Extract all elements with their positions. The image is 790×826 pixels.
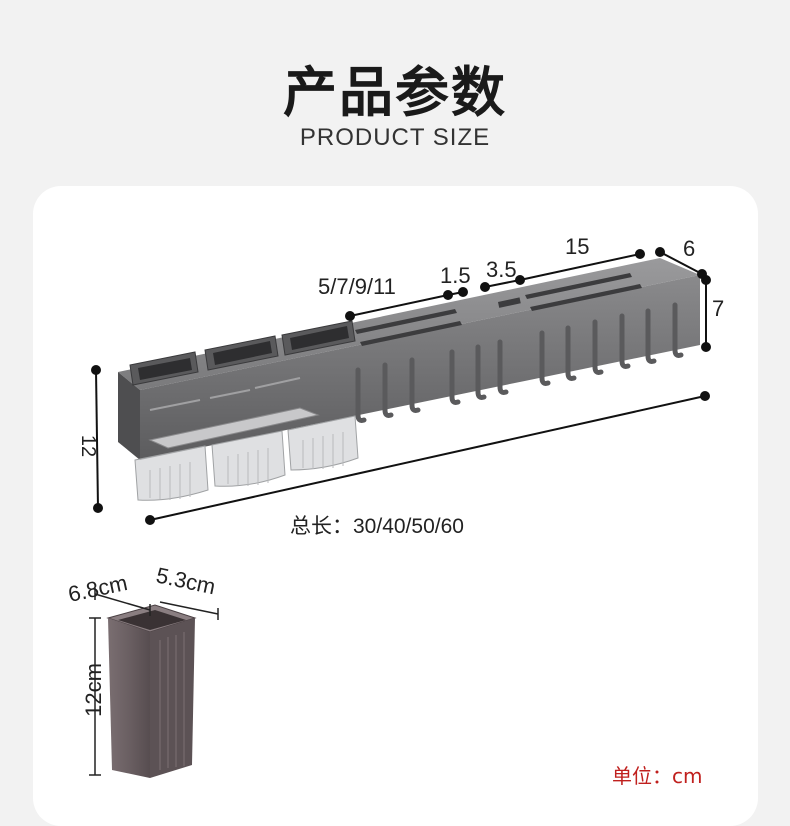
drip-cup-ribs [149,432,344,500]
cup-ribs [159,632,185,770]
rack-shelf [148,407,320,449]
depth-label: 6 [683,236,695,261]
front-slits [149,377,301,411]
gap-a-label: 1.5 [440,263,471,288]
slot-sizes-label: 5/7/9/11 [318,274,396,299]
cup-holders [129,320,356,386]
unit-label: 单位：cm [612,764,703,788]
rack-hooks [355,302,684,423]
knife-slots [355,273,642,346]
gap-b-label: 3.5 [486,257,517,282]
cup-dimension-lines [89,588,219,776]
product-illustration: 12 5/7/9/11 1.5 3.5 15 6 7 总长：30/40/50/6… [66,234,724,778]
top-length-label: 15 [565,234,589,259]
total-length-label: 总长：30/40/50/60 [290,515,464,538]
cup-depth-label: 5.3cm [154,562,218,599]
knife-rack [118,258,700,501]
page-subtitle: PRODUCT SIZE [299,124,491,151]
rack-left-end [118,372,140,460]
side-height-label: 7 [712,296,724,321]
rack-height-label: 12 [77,435,99,457]
cup-height-label: 12cm [81,663,106,717]
page-title: 产品参数 [283,61,507,124]
rack-dimension-lines [91,247,711,525]
utensil-cup [106,604,197,778]
